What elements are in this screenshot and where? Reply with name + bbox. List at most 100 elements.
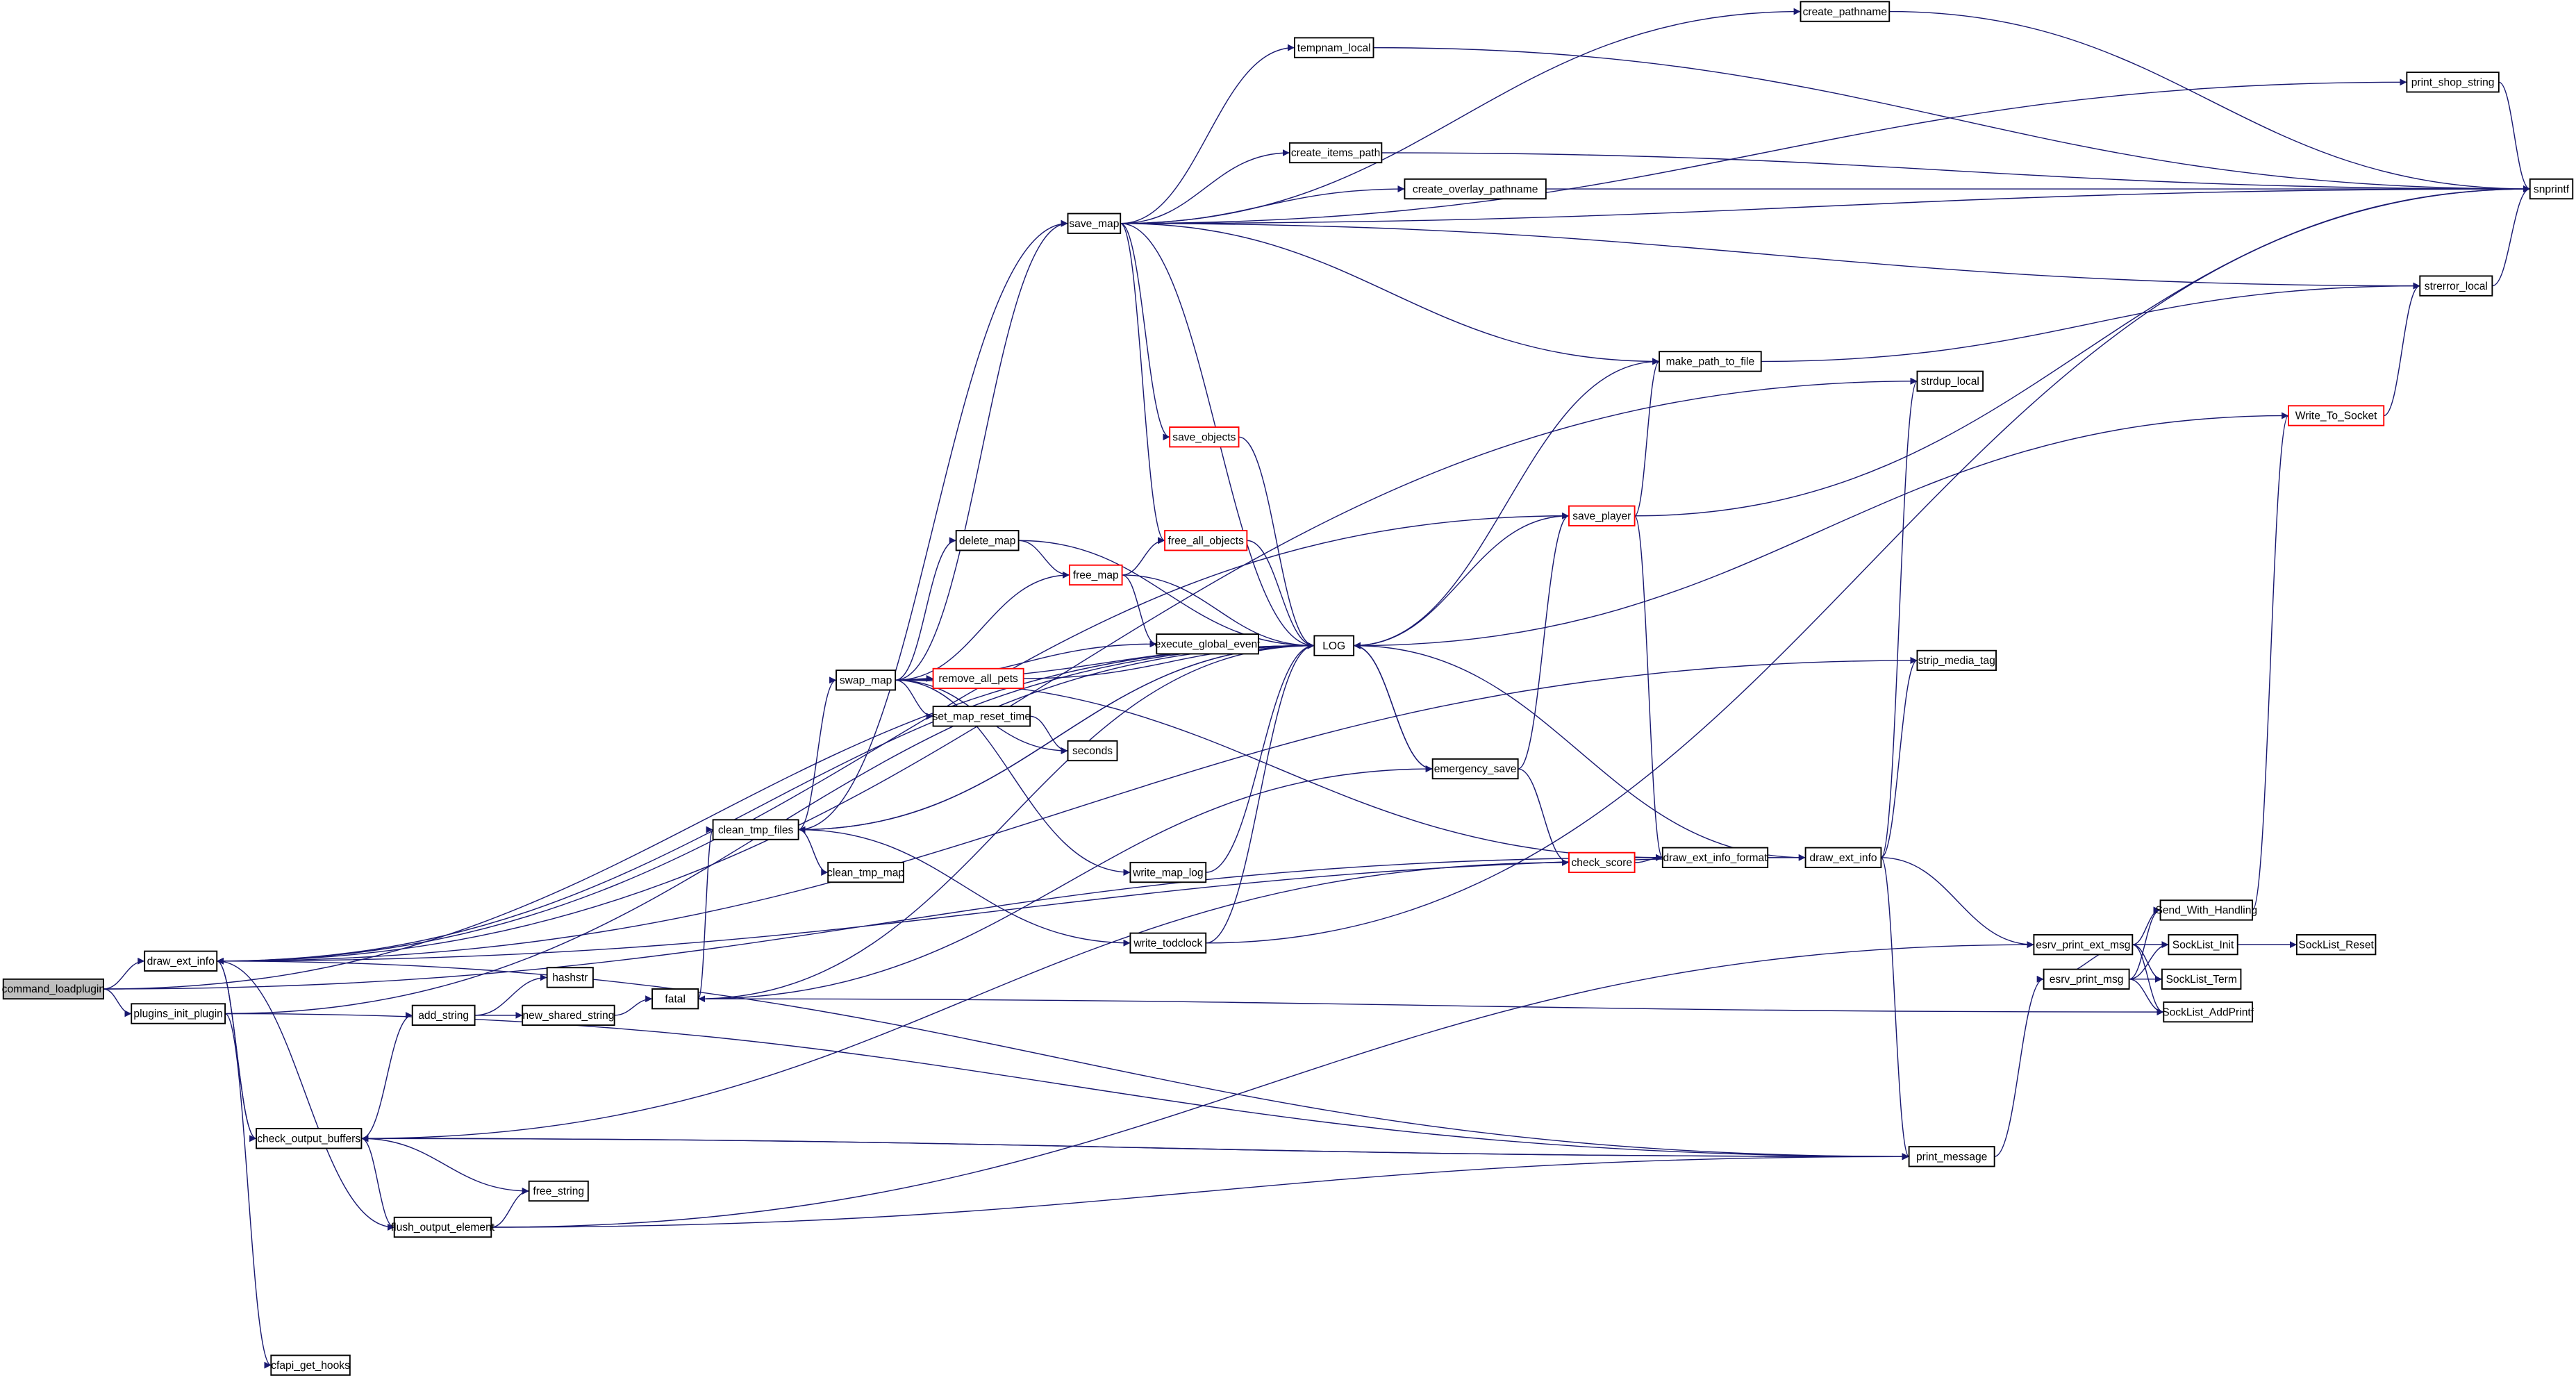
- node-label: free_map: [1073, 570, 1119, 581]
- node-execute-global-event[interactable]: execute_global_event: [1155, 633, 1261, 655]
- node-create-items-path[interactable]: create_items_path: [1288, 142, 1383, 164]
- node-box: [1568, 505, 1636, 526]
- node-draw-ext-info-format[interactable]: draw_ext_info_format: [1661, 847, 1769, 868]
- node-socklist-init[interactable]: SockList_Init: [2168, 934, 2238, 956]
- call-edge-check_score-to-check_output_buffers: [361, 862, 1569, 1142]
- node-new-shared-string[interactable]: new_shared_string: [522, 1004, 615, 1026]
- node-strdup-local[interactable]: strdup_local: [1916, 370, 1984, 392]
- node-label: write_map_log: [1132, 867, 1204, 879]
- call-edge-flush_output_element-to-free_string: [491, 1188, 529, 1228]
- node-snprintf[interactable]: snprintf: [2529, 178, 2574, 200]
- node-label: clean_tmp_map: [827, 867, 904, 879]
- call-edge-command_loadplugin-to-draw_ext_info_format: [103, 854, 1663, 990]
- node-free-string[interactable]: free_string: [528, 1180, 589, 1202]
- node-box: [827, 861, 904, 883]
- node-swap-map[interactable]: swap_map: [836, 670, 897, 691]
- node-label: check_score: [1571, 857, 1632, 869]
- call-edge-free_map-to-execute_global_event: [1122, 574, 1157, 648]
- node-fatal[interactable]: fatal: [651, 988, 699, 1010]
- node-emergency-save[interactable]: emergency_save: [1431, 758, 1519, 780]
- node-print-shop-string[interactable]: print_shop_string: [2406, 72, 2500, 93]
- node-free-all-objects[interactable]: free_all_objects: [1164, 530, 1248, 551]
- node-label: LOG: [1322, 640, 1345, 652]
- node-plugins-init-plugin[interactable]: plugins_init_plugin: [131, 1003, 226, 1024]
- call-edge-check_output_buffers-to-flush_output_element: [361, 1138, 394, 1231]
- node-free-map[interactable]: free_map: [1068, 564, 1123, 586]
- node-clean-tmp-map[interactable]: clean_tmp_map: [827, 861, 904, 883]
- call-edge-save_map-to-tempnam_local: [1120, 44, 1295, 224]
- node-draw-ext-info[interactable]: draw_ext_info: [144, 950, 218, 972]
- node-box: [256, 1128, 363, 1149]
- node-socklist-reset[interactable]: SockList_Reset: [2295, 934, 2377, 956]
- node-box: [2, 978, 104, 1000]
- node-command-loadplugin[interactable]: command_loadplugin: [2, 978, 105, 1000]
- node-socklist-addprintf[interactable]: SockList_AddPrintf: [2162, 1001, 2254, 1023]
- node-strip-media-tag[interactable]: strip_media_tag: [1916, 649, 1997, 672]
- node-label: save_map: [1069, 218, 1119, 230]
- node-delete-map[interactable]: delete_map: [955, 530, 1020, 551]
- node-label: print_shop_string: [2411, 76, 2495, 88]
- node-flush-output-element[interactable]: flush_output_element: [391, 1216, 495, 1238]
- call-edge-check_output_buffers-to-draw_ext_info: [216, 957, 257, 1139]
- node-esrv-print-msg[interactable]: esrv_print_msg: [2043, 968, 2130, 990]
- call-edge-new_shared_string-to-fatal: [614, 995, 653, 1016]
- node-write-todclock[interactable]: write_todclock: [1129, 932, 1207, 954]
- node-label: clean_tmp_files: [718, 824, 794, 836]
- node-check-output-buffers[interactable]: check_output_buffers: [256, 1128, 363, 1149]
- call-edge-clean_tmp_files-to-swap_map: [798, 676, 837, 831]
- node-make-path-to-file[interactable]: make_path_to_file: [1659, 351, 1762, 372]
- node-save-player[interactable]: save_player: [1568, 505, 1636, 526]
- node-clean-tmp-files[interactable]: clean_tmp_files: [712, 819, 799, 840]
- call-edge-check_score-to-draw_ext_info_format: [1634, 854, 1663, 863]
- node-esrv-print-ext-msg[interactable]: esrv_print_ext_msg: [2033, 934, 2134, 956]
- node-check-score[interactable]: check_score: [1568, 851, 1636, 874]
- node-create-overlay-pathname[interactable]: create_overlay_pathname: [1404, 178, 1547, 200]
- node-box: [1156, 633, 1259, 655]
- call-edge-esrv_print_msg-to-Send_With_Handling: [2129, 906, 2161, 980]
- node-log[interactable]: LOG: [1313, 635, 1355, 656]
- node-write-map-log[interactable]: write_map_log: [1129, 861, 1207, 883]
- node-add-string[interactable]: add_string: [411, 1004, 476, 1026]
- call-edge-fatal-to-emergency_save: [698, 765, 1433, 999]
- call-edge-save_objects-to-LOG: [1238, 436, 1315, 649]
- call-edge-swap_map-to-draw_ext_info_format: [895, 679, 1663, 861]
- call-edge-Write_To_Socket-to-LOG: [1354, 415, 2289, 649]
- node-print-message[interactable]: print_message: [1908, 1146, 1995, 1167]
- node-box: [1288, 142, 1383, 164]
- node-seconds[interactable]: seconds: [1067, 740, 1118, 762]
- node-box: [1431, 758, 1519, 780]
- node-save-objects[interactable]: save_objects: [1169, 426, 1240, 448]
- node-label: SockList_AddPrintf: [2162, 1006, 2254, 1018]
- node-set-map-reset-time[interactable]: set_map_reset_time: [932, 706, 1031, 727]
- node-send-with-handling[interactable]: Send_With_Handling: [2155, 899, 2257, 921]
- node-label: set_map_reset_time: [933, 711, 1031, 723]
- node-socklist-term[interactable]: SockList_Term: [2161, 968, 2242, 990]
- node-hashstr[interactable]: hashstr: [546, 967, 594, 988]
- node-box: [2419, 275, 2493, 297]
- call-edge-draw_ext_info_2-to-print_message: [1880, 857, 1910, 1161]
- call-edge-save_map-to-save_objects: [1120, 223, 1170, 441]
- node-label: strerror_local: [2425, 281, 2488, 292]
- node-save-map[interactable]: save_map: [1067, 213, 1122, 234]
- call-edge-strerror_local-to-snprintf: [2492, 185, 2530, 287]
- call-edge-tempnam_local-to-snprintf: [1373, 47, 2530, 193]
- node-label: snprintf: [2534, 183, 2570, 195]
- node-label: esrv_print_ext_msg: [2036, 939, 2130, 951]
- call-edge-flush_output_element-to-esrv_print_ext_msg: [491, 941, 2034, 1228]
- call-edge-esrv_print_msg-to-SockList_AddPrintf: [2129, 979, 2164, 1016]
- call-edge-draw_ext_info-to-flush_output_element: [217, 961, 394, 1231]
- node-box: [2288, 405, 2385, 426]
- node-remove-all-pets[interactable]: remove_all_pets: [932, 667, 1024, 690]
- node-label: SockList_Reset: [2298, 939, 2374, 951]
- node-write-to-socket[interactable]: Write_To_Socket: [2288, 405, 2385, 426]
- call-edge-flush_output_element-to-print_message: [491, 1153, 1909, 1228]
- node-tempnam-local[interactable]: tempnam_local: [1294, 37, 1374, 58]
- node-create-pathname[interactable]: create_pathname: [1800, 1, 1891, 22]
- node-box: [1164, 530, 1248, 551]
- node-cfapi-get-hooks[interactable]: cfapi_get_hooks: [270, 1354, 351, 1376]
- node-box: [411, 1004, 476, 1026]
- node-box: [270, 1354, 351, 1376]
- node-strerror-local[interactable]: strerror_local: [2419, 275, 2493, 297]
- node-draw-ext-info-2[interactable]: draw_ext_info: [1804, 847, 1882, 868]
- call-edge-emergency_save-to-LOG: [1354, 642, 1433, 770]
